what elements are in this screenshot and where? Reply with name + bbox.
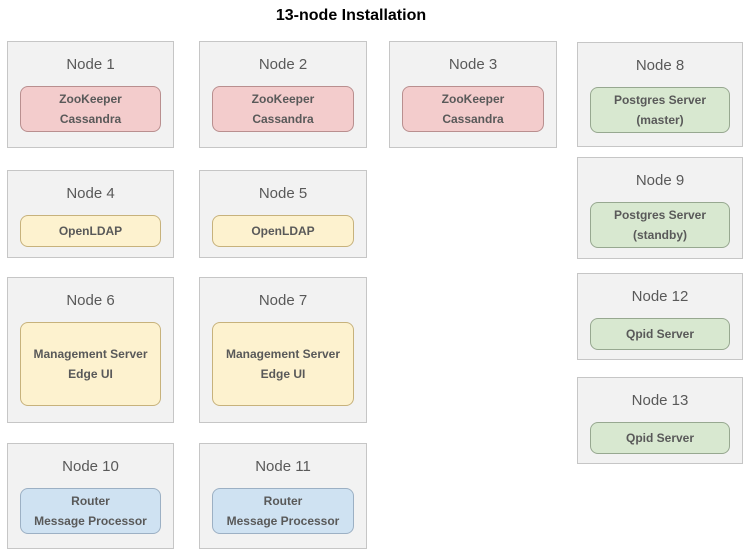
node-4: Node 4 OpenLDAP bbox=[7, 170, 174, 258]
service-name: OpenLDAP bbox=[251, 224, 315, 238]
node-12-label: Node 12 bbox=[631, 288, 689, 305]
service-name: (master) bbox=[636, 113, 684, 127]
node-13-services-pill: Qpid Server bbox=[590, 422, 730, 454]
node-7: Node 7 Management Server Edge UI bbox=[199, 277, 367, 423]
node-8-label: Node 8 bbox=[635, 57, 685, 74]
service-name: Router bbox=[71, 494, 110, 508]
node-4-label: Node 4 bbox=[66, 185, 115, 202]
service-name: Qpid Server bbox=[625, 431, 695, 445]
node-2-services-pill: ZooKeeper Cassandra bbox=[212, 86, 354, 132]
service-name: ZooKeeper bbox=[441, 92, 505, 106]
node-2-label: Node 2 bbox=[258, 56, 308, 73]
service-name: Postgres Server bbox=[613, 208, 707, 222]
node-12-services-pill: Qpid Server bbox=[590, 318, 730, 350]
node-8-services-pill: Postgres Server (master) bbox=[590, 87, 730, 133]
diagram-title: 13-node Installation bbox=[275, 7, 427, 24]
service-name: ZooKeeper bbox=[59, 92, 122, 106]
node-13-label: Node 13 bbox=[631, 392, 689, 409]
service-name: ZooKeeper bbox=[251, 92, 315, 106]
node-1: Node 1 ZooKeeper Cassandra bbox=[7, 41, 174, 148]
node-5: Node 5 OpenLDAP bbox=[199, 170, 367, 258]
node-11: Node 11 Router Message Processor bbox=[199, 443, 367, 549]
node-12: Node 12 Qpid Server bbox=[577, 273, 743, 360]
service-name: Qpid Server bbox=[625, 327, 695, 341]
node-8: Node 8 Postgres Server (master) bbox=[577, 42, 743, 147]
node-3-services-pill: ZooKeeper Cassandra bbox=[402, 86, 544, 132]
node-1-label: Node 1 bbox=[66, 56, 115, 73]
node-10: Node 10 Router Message Processor bbox=[7, 443, 174, 549]
service-name: Message Processor bbox=[226, 514, 340, 528]
node-11-services-pill: Router Message Processor bbox=[212, 488, 354, 534]
node-6: Node 6 Management Server Edge UI bbox=[7, 277, 174, 423]
node-7-services-pill: Management Server Edge UI bbox=[212, 322, 354, 406]
node-5-services-pill: OpenLDAP bbox=[212, 215, 354, 247]
node-10-label: Node 10 bbox=[62, 458, 119, 475]
service-name: Management Server bbox=[33, 347, 148, 361]
service-name: OpenLDAP bbox=[58, 224, 123, 238]
node-3-label: Node 3 bbox=[448, 56, 498, 73]
node-11-label: Node 11 bbox=[255, 458, 311, 475]
node-13: Node 13 Qpid Server bbox=[577, 377, 743, 464]
service-name: Edge UI bbox=[260, 367, 306, 381]
node-6-services-pill: Management Server Edge UI bbox=[20, 322, 161, 406]
service-name: Edge UI bbox=[68, 367, 113, 381]
node-9-services-pill: Postgres Server (standby) bbox=[590, 202, 730, 248]
node-1-services-pill: ZooKeeper Cassandra bbox=[20, 86, 161, 132]
node-5-label: Node 5 bbox=[258, 185, 308, 202]
node-2: Node 2 ZooKeeper Cassandra bbox=[199, 41, 367, 148]
service-name: Management Server bbox=[225, 347, 341, 361]
node-6-label: Node 6 bbox=[66, 292, 115, 309]
node-9: Node 9 Postgres Server (standby) bbox=[577, 157, 743, 259]
node-7-label: Node 7 bbox=[258, 292, 308, 309]
service-name: Cassandra bbox=[442, 112, 504, 126]
service-name: Cassandra bbox=[59, 112, 122, 126]
service-name: (standby) bbox=[633, 228, 687, 242]
service-name: Message Processor bbox=[34, 514, 147, 528]
service-name: Cassandra bbox=[252, 112, 314, 126]
node-4-services-pill: OpenLDAP bbox=[20, 215, 161, 247]
service-name: Postgres Server bbox=[613, 93, 707, 107]
node-3: Node 3 ZooKeeper Cassandra bbox=[389, 41, 557, 148]
node-10-services-pill: Router Message Processor bbox=[20, 488, 161, 534]
node-9-label: Node 9 bbox=[635, 172, 685, 189]
service-name: Router bbox=[263, 494, 303, 508]
